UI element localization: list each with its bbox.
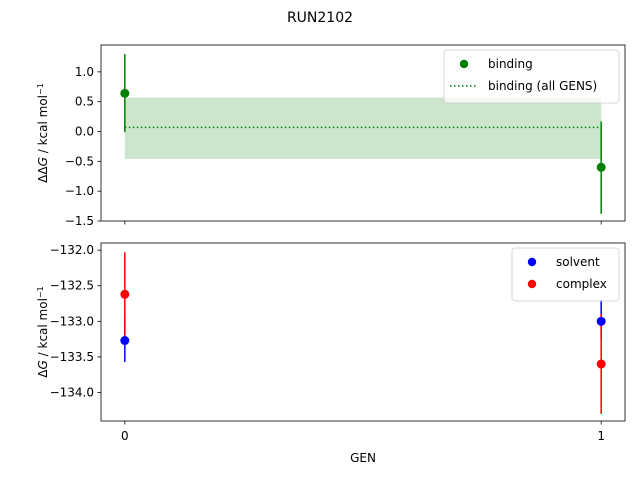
point-complex-0: [120, 289, 130, 299]
x-tick-label: 0: [121, 429, 129, 443]
y-axis-label-unit: / kcal mol: [36, 298, 50, 360]
y-axis-label-variable: G: [36, 157, 50, 166]
y-axis-label-prefix: ΔΔ: [36, 166, 50, 183]
legend-box: [511, 247, 620, 302]
y-axis-label: ΔG / kcal mol−1: [36, 286, 51, 377]
y-axis-label: ΔΔG / kcal mol−1: [36, 83, 51, 183]
legend-label-complex: complex: [556, 277, 607, 291]
y-tick-label: −0.5: [65, 154, 94, 168]
panel-binding: 1.0 0.5 0.0 −0.5 −1.0 −1.5 binding binding (a…: [36, 44, 626, 228]
y-tick-label: −133.5: [50, 350, 94, 364]
legend-box: [443, 49, 620, 104]
legend-label-solvent: solvent: [556, 255, 600, 269]
y-tick-label: −132.0: [50, 243, 94, 257]
tick-layer: 1.0 0.5 0.0 −0.5 −1.0 −1.5: [65, 65, 602, 228]
y-axis-label-exponent: −1: [36, 83, 45, 95]
point-complex-1: [596, 359, 606, 369]
y-axis-label-variable: G: [36, 360, 50, 369]
axes-frame: [100, 242, 626, 422]
figure-title: RUN2102: [287, 10, 353, 26]
y-tick-label: −1.0: [65, 184, 94, 198]
legend-marker-complex: [527, 279, 537, 289]
y-tick-label: −132.5: [50, 279, 94, 293]
legend-marker-solvent: [527, 257, 537, 267]
y-tick-label: −1.5: [65, 214, 94, 228]
legend-label-binding-all-gens: binding (all GENS): [488, 79, 597, 93]
band-layer: [124, 97, 602, 159]
point-solvent-1: [596, 316, 606, 326]
y-tick-label: −134.0: [50, 386, 94, 400]
x-axis-label: GEN: [350, 451, 376, 465]
y-axis-label-prefix: Δ: [36, 369, 50, 378]
panel-dg: −132.0 −132.5 −133.0 −133.5 −134.0 0 1 solvent…: [36, 242, 626, 443]
legend-marker-binding: [459, 59, 469, 69]
tick-layer: −132.0 −132.5 −133.0 −133.5 −134.0 0 1: [50, 243, 605, 443]
legend-label-binding: binding: [488, 57, 533, 71]
y-tick-label: 0.0: [75, 125, 94, 139]
point-solvent-0: [120, 336, 130, 346]
point-layer: [120, 289, 606, 369]
axes-frame: [100, 44, 626, 222]
x-tick-label: 1: [597, 429, 605, 443]
y-tick-label: 1.0: [75, 65, 94, 79]
uncertainty-band: [124, 97, 602, 159]
point-binding-1: [596, 162, 606, 172]
y-axis-label-unit: / kcal mol: [36, 95, 50, 157]
y-tick-label: 0.5: [75, 95, 94, 109]
y-tick-label: −133.0: [50, 314, 94, 328]
legend: binding binding (all GENS): [443, 49, 620, 104]
point-binding-0: [120, 88, 130, 98]
y-axis-label-exponent: −1: [36, 286, 45, 298]
legend: solvent complex: [511, 247, 620, 302]
point-layer: [120, 88, 606, 172]
